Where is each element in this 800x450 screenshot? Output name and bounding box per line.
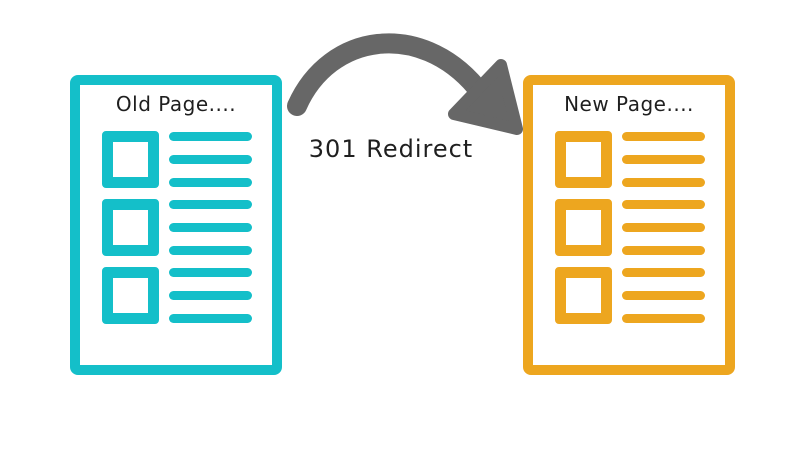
text-line-bar	[169, 155, 252, 164]
text-line-bar	[622, 268, 705, 277]
text-line-bar	[622, 155, 705, 164]
old-page-row	[102, 199, 272, 256]
thumbnail-square-icon	[555, 267, 612, 324]
new-page-row	[555, 131, 725, 188]
thumbnail-square-icon	[102, 131, 159, 188]
text-lines	[169, 268, 252, 323]
text-line-bar	[169, 132, 252, 141]
text-line-bar	[622, 291, 705, 300]
text-line-bar	[169, 223, 252, 232]
thumbnail-square-icon	[102, 267, 159, 324]
text-line-bar	[169, 178, 252, 187]
text-line-bar	[622, 314, 705, 323]
text-line-bar	[622, 246, 705, 255]
text-lines	[169, 200, 252, 255]
text-line-bar	[622, 178, 705, 187]
text-lines	[622, 132, 705, 187]
text-line-bar	[622, 200, 705, 209]
text-line-bar	[169, 200, 252, 209]
new-page-row	[555, 267, 725, 324]
thumbnail-square-icon	[102, 199, 159, 256]
text-line-bar	[169, 314, 252, 323]
old-page-row	[102, 131, 272, 188]
text-line-bar	[169, 291, 252, 300]
text-lines	[169, 132, 252, 187]
old-page-card: Old Page....	[70, 75, 282, 375]
text-line-bar	[169, 246, 252, 255]
text-line-bar	[169, 268, 252, 277]
thumbnail-square-icon	[555, 131, 612, 188]
old-page-title: Old Page....	[115, 92, 237, 116]
old-page-row	[102, 267, 272, 324]
text-line-bar	[622, 223, 705, 232]
new-page-card: New Page....	[523, 75, 735, 375]
thumbnail-square-icon	[555, 199, 612, 256]
new-page-row	[555, 199, 725, 256]
text-lines	[622, 200, 705, 255]
text-lines	[622, 268, 705, 323]
text-line-bar	[622, 132, 705, 141]
redirect-label: 301 Redirect	[308, 135, 474, 163]
new-page-title: New Page....	[564, 92, 694, 116]
